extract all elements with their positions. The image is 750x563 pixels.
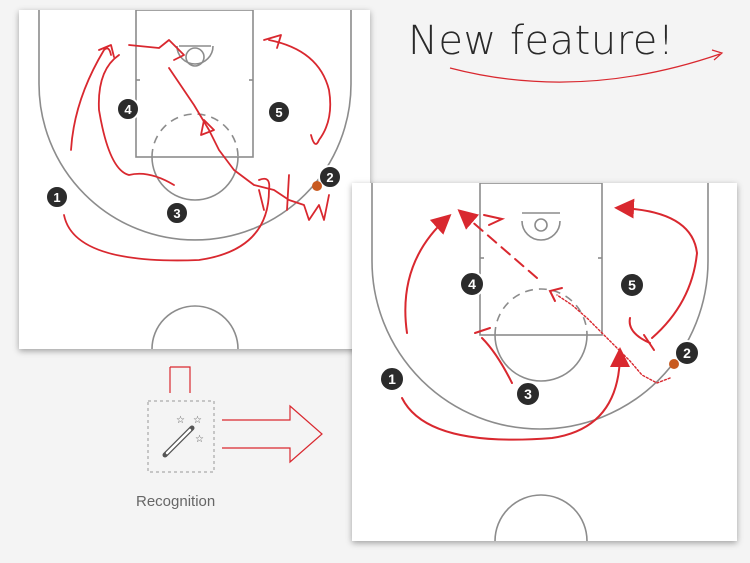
court-recognized[interactable]: 1 2 3 4 5 [352,183,737,541]
headline: New feature! [408,18,675,64]
dribble-arrowhead [548,287,563,302]
player-label: 3 [524,386,532,402]
flow-connector [169,366,191,393]
player-marker[interactable]: 2 [312,165,342,191]
recognition-box[interactable] [147,400,215,473]
player-marker[interactable]: 3 [165,201,189,225]
svg-text:☆: ☆ [195,434,204,445]
svg-text:☆: ☆ [176,415,185,426]
player-label: 3 [173,206,180,221]
player-marker[interactable]: 5 [267,100,291,124]
player-markers: 1 2 3 4 5 [379,271,700,407]
player-label: 1 [53,190,60,205]
player-label: 5 [628,277,636,293]
screen-end [474,327,491,334]
screen-path-player-5 [628,317,651,344]
svg-text:☆: ☆ [193,415,202,426]
cut-path-player-5 [614,198,699,339]
player-markers: 1 2 3 4 5 [45,97,342,225]
arrow-right-icon [222,404,323,464]
player-label: 2 [683,345,691,361]
court-lines [38,10,352,349]
recognized-play [401,198,699,441]
player-label: 4 [124,102,132,117]
player-label: 1 [388,371,396,387]
cut-path-player-1 [401,347,630,441]
player-marker[interactable]: 3 [515,381,541,407]
player-label: 5 [275,105,282,120]
pass-path [457,209,538,279]
magic-wand-icon: ☆ ☆ ☆ [162,415,204,458]
screen-end [643,334,655,351]
dribble-path [556,294,671,384]
swoosh-decoration [449,49,724,83]
player-marker[interactable]: 1 [45,185,69,209]
player-marker[interactable]: 2 [669,340,700,369]
cut-path-player-4 [404,213,452,334]
hand-drawn-play [63,34,332,262]
ball-icon [312,181,322,191]
ball-icon [669,359,679,369]
player-marker[interactable]: 4 [116,97,140,121]
pass-arrow [483,214,506,226]
player-label: 4 [468,276,476,292]
player-marker[interactable]: 5 [619,272,645,298]
player-marker[interactable]: 4 [459,271,485,297]
player-marker[interactable]: 1 [379,366,405,392]
court-hand-drawn[interactable]: 1 2 3 4 5 [19,10,370,349]
court-lines [371,183,709,541]
recognition-label: Recognition [136,493,216,510]
player-label: 2 [326,170,333,185]
recognition-flow: ☆ ☆ ☆ [147,366,323,473]
screen-path-player-3 [481,337,513,384]
